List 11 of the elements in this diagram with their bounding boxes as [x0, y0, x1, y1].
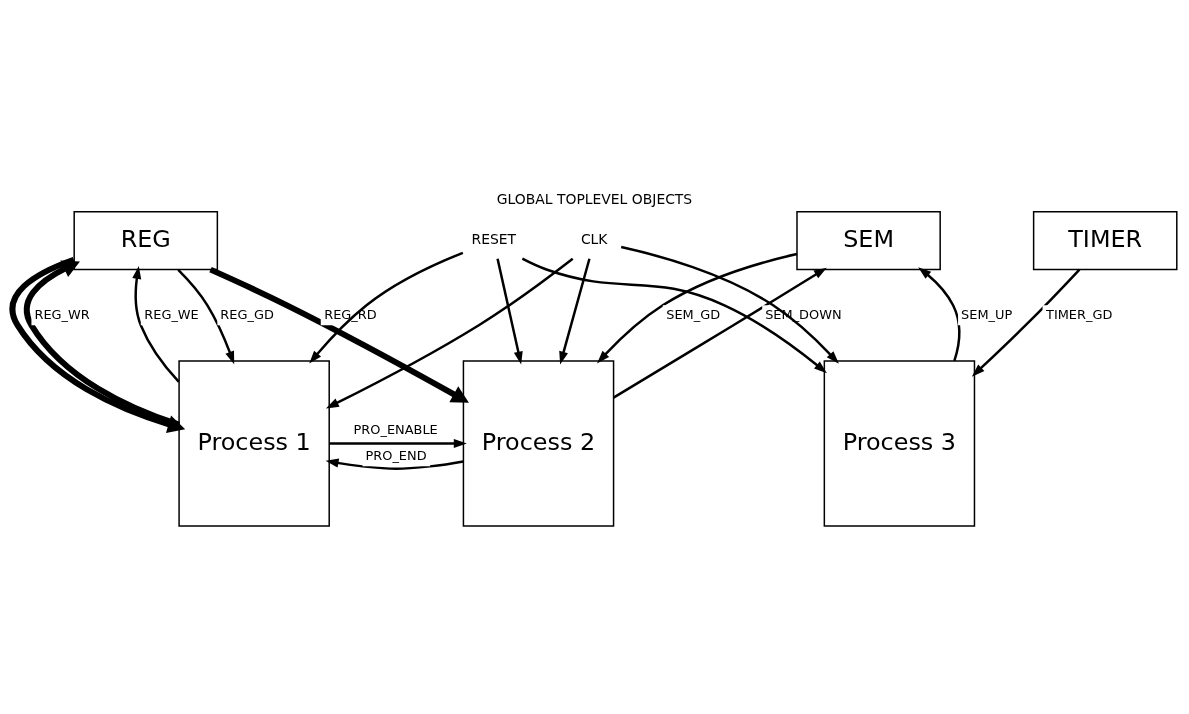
edge-label: TIMER_GD [1046, 306, 1113, 322]
edge-label: REG_GD [220, 306, 274, 322]
edge-label: SEM_GD [666, 306, 721, 322]
edge-label: REG_WR [34, 306, 90, 322]
edge-label: PRO_END [365, 447, 427, 463]
node-text: CLK [580, 230, 608, 247]
node-text: RESET [471, 230, 517, 247]
diagram-title: GLOBAL TOPLEVEL OBJECTS [496, 190, 693, 207]
edge-label: SEM_UP [961, 306, 1013, 322]
edge-label: REG_WE [144, 306, 199, 322]
edge-label: PRO_ENABLE [353, 421, 438, 437]
